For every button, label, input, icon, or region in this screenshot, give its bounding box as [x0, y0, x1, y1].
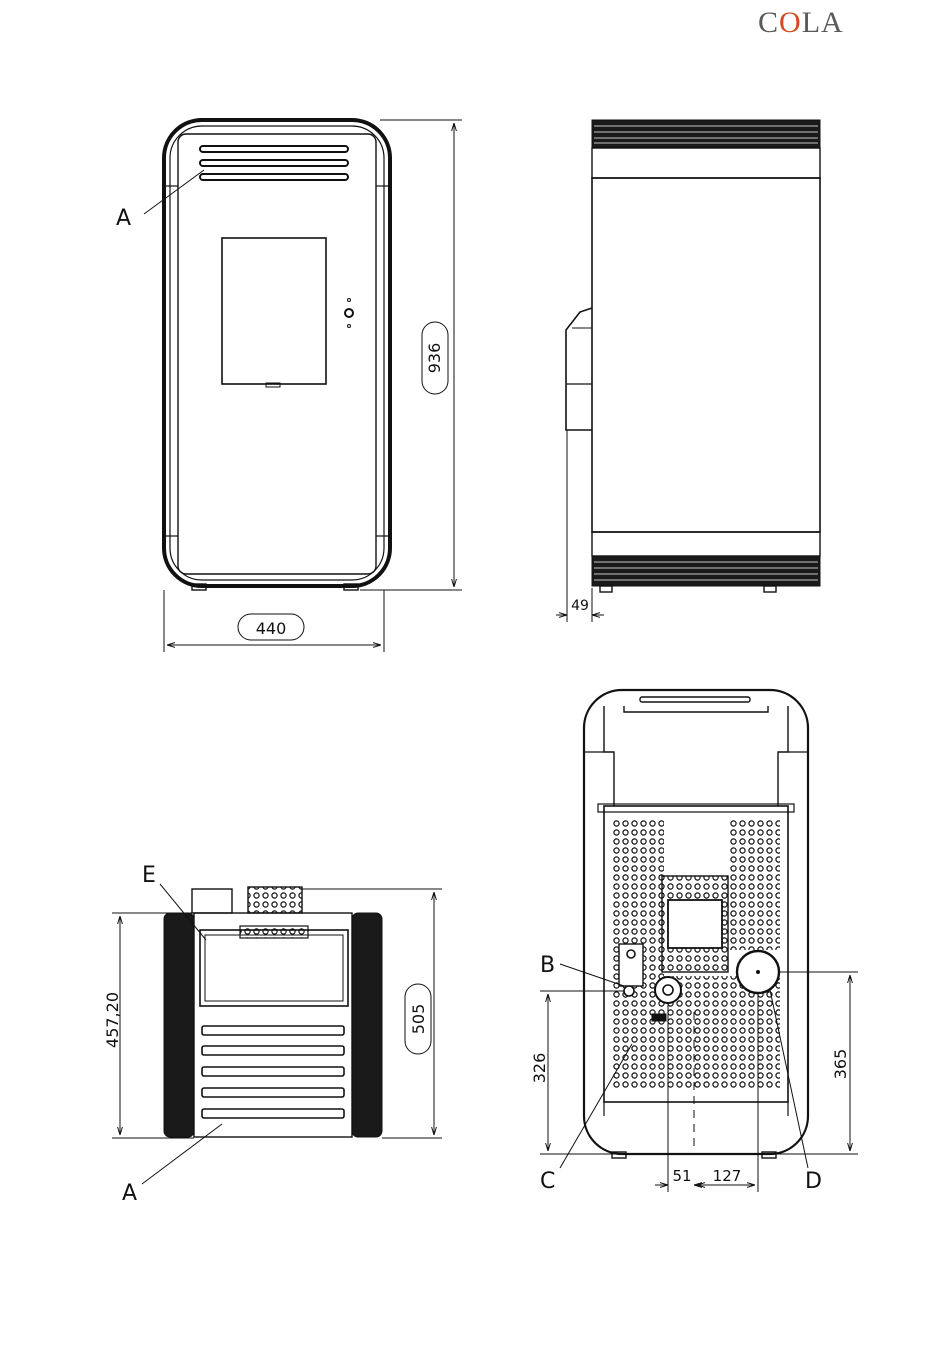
front-width-dim: 440 [256, 619, 287, 638]
rear-offset-127-dim: 127 [713, 1167, 742, 1185]
front-callout-a: A [116, 206, 131, 231]
front-outer-shell [164, 120, 390, 586]
front-fire-door-glass [222, 238, 326, 384]
front-panel [178, 134, 376, 574]
rear-callout-d: D [805, 1169, 822, 1194]
top-air-intake [248, 887, 302, 913]
front-inner-shell [170, 126, 384, 580]
rear-view [584, 690, 808, 1158]
side-foot-right [764, 586, 776, 592]
top-depth-dim: 457,20 [103, 992, 122, 1048]
top-hopper-opening [205, 935, 343, 1001]
side-bottom-band [592, 556, 820, 586]
rear-perforated-right [728, 820, 780, 950]
rear-top-slot [640, 697, 750, 702]
side-upper-strip [592, 148, 820, 178]
side-dimensions [556, 430, 604, 622]
rear-height-b-dim: 326 [530, 1053, 549, 1084]
rear-callout-c: C [540, 1169, 555, 1194]
front-control-button [345, 309, 353, 317]
rear-air-inlet [655, 977, 681, 1003]
front-height-dim: 936 [425, 343, 444, 374]
rear-upper-frame [604, 706, 788, 806]
top-callout-a: A [122, 1181, 137, 1206]
rear-fan-opening [668, 900, 722, 948]
rear-pressure-switch-b [624, 986, 634, 996]
side-foot-left [600, 586, 612, 592]
rear-height-d-dim: 365 [831, 1049, 850, 1080]
top-total-depth-dim: 505 [409, 1004, 428, 1035]
top-left-side-panel [164, 913, 194, 1137]
top-body [194, 913, 352, 1137]
front-dimensions [144, 120, 462, 652]
top-flue-pipe [192, 889, 232, 913]
top-right-side-panel [352, 913, 382, 1137]
side-door-protrusion [566, 308, 592, 430]
side-top-band [592, 120, 820, 148]
top-callout-e: E [142, 863, 156, 888]
top-hopper-grille [240, 926, 308, 938]
front-view [164, 120, 390, 590]
side-panel [592, 178, 820, 532]
rear-offset-51-dim: 51 [672, 1167, 691, 1185]
side-view [566, 120, 820, 592]
top-view [164, 887, 382, 1137]
front-top-vents [200, 146, 348, 180]
side-lower-strip [592, 532, 820, 556]
rear-callout-b: B [540, 953, 555, 978]
top-hopper-lid [200, 930, 348, 1006]
top-vent-slots [202, 1026, 344, 1118]
side-offset-dim: 49 [571, 598, 589, 614]
rear-lower-shell [604, 1102, 788, 1116]
